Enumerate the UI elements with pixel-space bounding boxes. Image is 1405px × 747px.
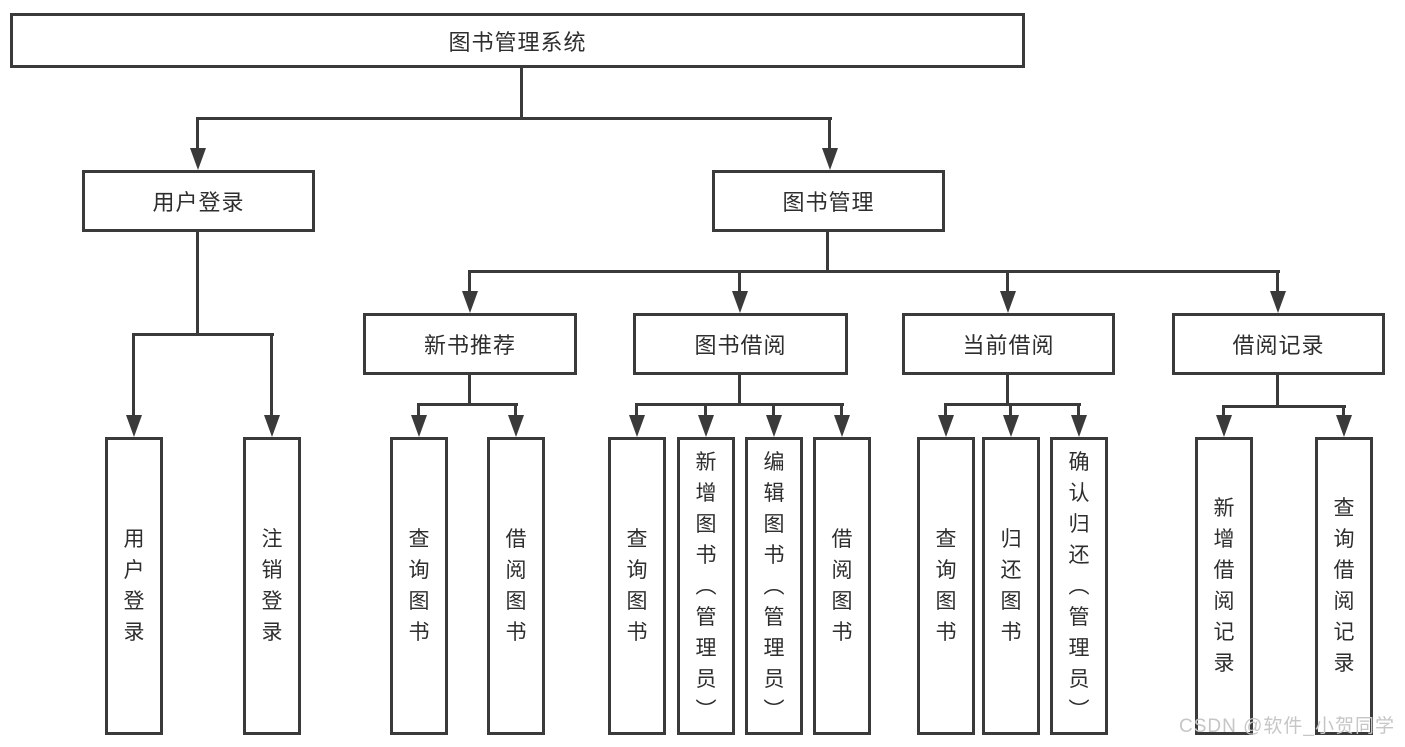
- connector-line: [635, 405, 638, 417]
- watermark: CSDN @软件_小贺同学: [1179, 716, 1395, 737]
- connector-line: [417, 403, 518, 406]
- leaf-logout: 注销登录: [243, 437, 301, 735]
- node-book-management: 图书管理: [712, 170, 945, 232]
- node-label: 图书借阅: [694, 333, 787, 358]
- leaf-add-borrow-record: 新增借阅记录: [1195, 437, 1253, 735]
- connector-line: [417, 405, 420, 417]
- node-book-borrowing: 图书借阅: [633, 313, 848, 375]
- node-label: 借阅图书: [831, 528, 853, 644]
- connector-line: [520, 68, 523, 119]
- leaf-borrow-books-recommend: 借阅图书: [487, 437, 545, 735]
- arrow-down-icon: [629, 415, 645, 437]
- connector-line: [514, 405, 517, 417]
- connector-line: [704, 405, 707, 417]
- arrow-down-icon: [766, 415, 782, 437]
- node-new-book-recommendation: 新书推荐: [363, 313, 577, 375]
- node-label: 图书管理系统: [448, 29, 587, 55]
- node-label: 查询图书: [408, 528, 430, 644]
- leaf-user-login: 用户登录: [105, 437, 163, 735]
- connector-line: [1006, 272, 1009, 293]
- connector-line: [1222, 407, 1225, 417]
- leaf-query-books-borrowing: 查询图书: [608, 437, 666, 735]
- leaf-edit-books-admin: 编辑图书︵管理员︶: [745, 437, 803, 735]
- arrow-down-icon: [1003, 415, 1019, 437]
- connector-line: [1222, 405, 1346, 408]
- connector-line: [1276, 375, 1279, 407]
- connector-line: [196, 117, 832, 120]
- node-label: 用户登录: [152, 190, 245, 215]
- arrow-down-icon: [1216, 415, 1232, 437]
- connector-line: [828, 119, 831, 150]
- connector-line: [1009, 405, 1012, 417]
- node-label: 查询图书: [935, 528, 957, 644]
- node-label: 借阅记录: [1232, 333, 1325, 358]
- connector-line: [738, 375, 741, 405]
- arrow-down-icon: [264, 415, 280, 437]
- connector-line: [132, 335, 135, 417]
- connector-line: [270, 335, 273, 417]
- leaf-add-books-admin: 新增图书︵管理员︶: [677, 437, 735, 735]
- leaf-query-books-recommend: 查询图书: [390, 437, 448, 735]
- arrow-down-icon: [190, 148, 206, 170]
- node-label: 查询图书: [626, 528, 648, 644]
- arrow-down-icon: [1270, 291, 1286, 313]
- arrow-down-icon: [508, 415, 524, 437]
- node-label: 当前借阅: [962, 333, 1055, 358]
- arrow-down-icon: [732, 291, 748, 313]
- node-label: 编辑图书︵管理员︶: [763, 450, 785, 722]
- connector-line: [1077, 405, 1080, 417]
- arrow-down-icon: [834, 415, 850, 437]
- arrow-down-icon: [822, 148, 838, 170]
- connector-line: [196, 232, 199, 335]
- connector-line: [196, 119, 199, 150]
- node-user-login: 用户登录: [82, 170, 315, 232]
- arrow-down-icon: [126, 415, 142, 437]
- leaf-return-books: 归还图书: [982, 437, 1040, 735]
- node-label: 确认归还︵管理员︶: [1068, 450, 1090, 722]
- node-current-borrowing: 当前借阅: [902, 313, 1115, 375]
- node-label: 新书推荐: [423, 333, 516, 358]
- connector-line: [635, 403, 844, 406]
- arrow-down-icon: [1336, 415, 1352, 437]
- node-library-management-system: 图书管理系统: [10, 13, 1025, 68]
- node-label: 图书管理: [782, 190, 875, 215]
- node-label: 新增借阅记录: [1213, 497, 1235, 675]
- node-label: 新增图书︵管理员︶: [695, 450, 717, 722]
- leaf-query-books-current: 查询图书: [917, 437, 975, 735]
- connector-line: [468, 270, 1280, 273]
- connector-line: [132, 333, 274, 336]
- connector-line: [826, 232, 829, 272]
- leaf-borrow-books-borrowing: 借阅图书: [813, 437, 871, 735]
- connector-line: [468, 375, 471, 405]
- node-label: 借阅图书: [505, 528, 527, 644]
- arrow-down-icon: [938, 415, 954, 437]
- connector-line: [840, 405, 843, 417]
- connector-line: [944, 403, 1081, 406]
- connector-line: [468, 272, 471, 293]
- node-label: 查询借阅记录: [1333, 497, 1355, 675]
- node-label: 用户登录: [123, 528, 145, 644]
- connector-line: [1342, 407, 1345, 417]
- node-label: 归还图书: [1000, 528, 1022, 644]
- connector-line: [1276, 272, 1279, 293]
- node-borrowing-records: 借阅记录: [1172, 313, 1385, 375]
- arrow-down-icon: [411, 415, 427, 437]
- connector-line: [944, 405, 947, 417]
- node-label: 注销登录: [261, 528, 283, 644]
- connector-line: [1006, 375, 1009, 405]
- connector-line: [772, 405, 775, 417]
- leaf-query-borrow-record: 查询借阅记录: [1315, 437, 1373, 735]
- arrow-down-icon: [462, 291, 478, 313]
- arrow-down-icon: [1000, 291, 1016, 313]
- connector-line: [738, 272, 741, 293]
- arrow-down-icon: [1071, 415, 1087, 437]
- leaf-confirm-return-admin: 确认归还︵管理员︶: [1050, 437, 1108, 735]
- arrow-down-icon: [698, 415, 714, 437]
